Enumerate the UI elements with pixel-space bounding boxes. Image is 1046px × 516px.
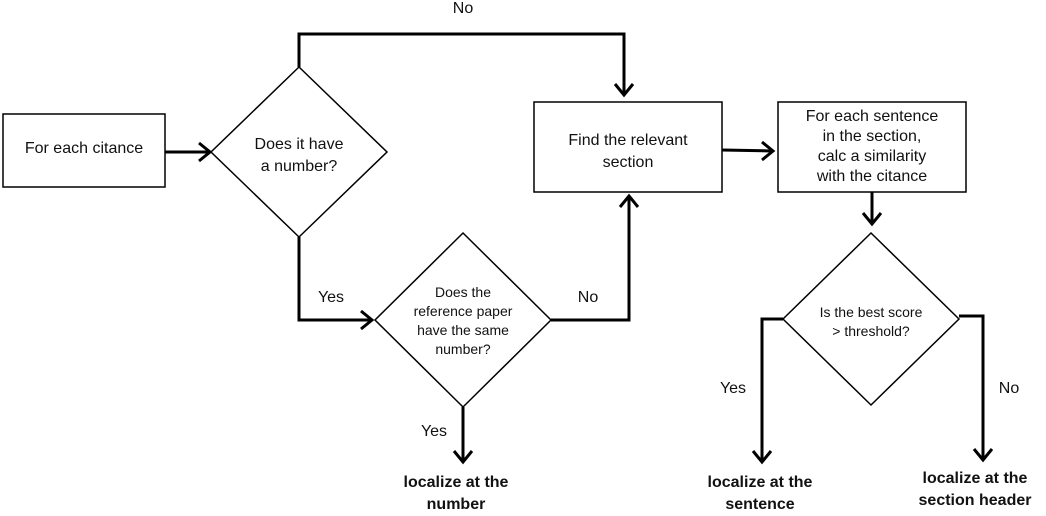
has-number-label: Does it have a number? [254,136,344,175]
start-label: For each citance [24,140,144,157]
has-number-no-label: No [452,0,474,17]
arrowhead [360,309,375,331]
edge-has-number-no [297,32,626,95]
find-section-box [533,101,723,193]
ref-same-number-label: Does the reference paper have the same n… [413,284,513,357]
arrowhead [613,83,635,98]
outcome-at-number: localize at the number [403,474,509,513]
ref-same-yes-label: Yes [420,423,448,440]
best-score-no-label: No [998,380,1020,397]
arrowhead [751,450,773,465]
best-score-diamond [781,231,961,407]
outcome-at-sentence: localize at the sentence [707,474,813,513]
ref-same-no-label: No [577,289,599,306]
best-score-label: Is the best score > threshold? [819,304,923,339]
find-section-label: Find the relevant section [568,132,688,171]
arrowhead [618,193,640,208]
best-score-yes-label: Yes [719,380,747,397]
edge-best-score-no [959,314,985,460]
outcome-at-section-header: localize at the section header [918,470,1032,509]
arrowhead [861,212,883,227]
has-number-yes-label: Yes [317,289,345,306]
arrowhead [452,450,474,465]
edge-has-number-yes [297,237,372,322]
each-sentence-label: For each sentence in the section, calc a… [805,108,939,185]
edge-ref-same-no [551,196,631,322]
arrowhead [761,140,776,162]
edge-find-to-each-sentence [721,148,774,153]
arrowhead [198,141,213,163]
arrowhead [972,448,994,463]
edge-best-score-yes [760,317,783,462]
